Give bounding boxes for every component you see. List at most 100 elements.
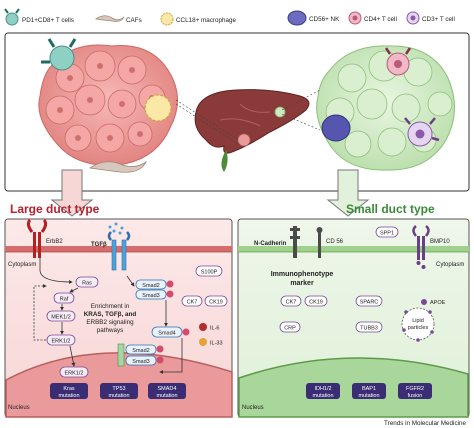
legend-label-macrophage: CCL18+ macrophage xyxy=(176,17,237,24)
mutation-bap1: BAP1 mutation xyxy=(352,383,386,399)
svg-text:CRP: CRP xyxy=(284,326,296,332)
svg-text:TP53: TP53 xyxy=(112,386,125,392)
marker-tubb3: TUBB3 xyxy=(355,321,383,333)
svg-text:fusion: fusion xyxy=(408,393,423,399)
journal-credit: Trends in Molecular Medicine xyxy=(384,420,467,427)
nucleus-label-right: Nucleus xyxy=(242,405,264,411)
erk-pathway-arrows xyxy=(33,258,79,367)
il6-marker: IL-6 xyxy=(199,323,219,332)
svg-text:CK7: CK7 xyxy=(187,300,198,306)
smad-complex: Smad2 Smad3 xyxy=(117,343,164,367)
smad2-node-b: Smad2 xyxy=(132,348,149,354)
svg-text:Lipid: Lipid xyxy=(412,318,424,324)
green-tumor-cluster xyxy=(316,45,456,171)
svg-text:Smad3: Smad3 xyxy=(142,293,159,299)
svg-text:CK7: CK7 xyxy=(286,300,297,306)
svg-text:mutation: mutation xyxy=(58,393,79,399)
raf-node: Raf xyxy=(53,292,75,304)
small-duct-panel: N-Cadherin CD 56 SPP1 BMP10 Cytoplasm Im… xyxy=(237,218,470,418)
smad3-node-a: Smad3 xyxy=(135,289,167,300)
pd1-cd8-t-cell-icon xyxy=(41,38,77,71)
legend-label-caf: CAFs xyxy=(126,17,142,24)
erbb2-label: ErbB2 xyxy=(46,239,63,245)
cd4-t-cell-icon xyxy=(348,11,362,25)
mek-node: MEK1/2 xyxy=(46,310,76,322)
cd4-t-cell-icon xyxy=(384,47,412,76)
cell-membrane xyxy=(238,246,469,252)
nucleus-label-left: Nucleus xyxy=(8,405,30,411)
svg-text:TUBB3: TUBB3 xyxy=(360,326,378,332)
macrophage-icon xyxy=(160,12,174,26)
small-duct-title: Small duct type xyxy=(346,202,435,216)
liver-illustration xyxy=(175,89,321,172)
cytoplasm-label-right: Cytoplasm xyxy=(436,262,464,268)
svg-text:mutation: mutation xyxy=(312,393,333,399)
svg-text:IL-33: IL-33 xyxy=(210,341,223,347)
down-arrow-large xyxy=(50,169,94,217)
svg-text:CK19: CK19 xyxy=(209,300,223,306)
cd3-t-cell-icon xyxy=(404,117,440,147)
svg-text:mutation: mutation xyxy=(358,393,379,399)
legend: PD1+CD8+ T cells CAFs CCL18+ macrophage … xyxy=(4,8,455,26)
svg-text:mutation: mutation xyxy=(156,393,177,399)
nk-cell-icon xyxy=(287,10,307,26)
marker-s100p: S100P xyxy=(195,265,223,277)
svg-text:KRAS, TGFβ, and: KRAS, TGFβ, and xyxy=(84,311,137,318)
smad3-node-b: Smad3 xyxy=(132,359,149,365)
svg-text:Enrichment in: Enrichment in xyxy=(91,303,130,310)
svg-text:MEK1/2: MEK1/2 xyxy=(51,315,71,321)
svg-text:Ras: Ras xyxy=(82,281,92,287)
marker-ck19-left: CK19 xyxy=(204,295,228,307)
large-duct-title: Large duct type xyxy=(10,202,100,216)
svg-text:SPARC: SPARC xyxy=(360,300,379,306)
bmp10-receptor-icon xyxy=(412,225,430,269)
spp1-marker: SPP1 xyxy=(375,226,399,238)
svg-text:pathways: pathways xyxy=(97,327,124,334)
il33-marker: IL-33 xyxy=(199,338,223,347)
macrophage-icon xyxy=(144,94,172,122)
svg-text:SPP1: SPP1 xyxy=(380,231,394,237)
svg-text:mutation: mutation xyxy=(108,393,129,399)
mutation-tp53: TP53 mutation xyxy=(100,383,138,399)
svg-text:IL-6: IL-6 xyxy=(210,326,219,332)
down-arrow-small xyxy=(326,169,370,217)
svg-text:Kras: Kras xyxy=(63,386,75,392)
phospho-icon xyxy=(166,280,174,298)
mutation-kras: Kras mutation xyxy=(50,383,88,399)
svg-text:Raf: Raf xyxy=(60,297,69,303)
svg-text:FGFR2: FGFR2 xyxy=(406,386,424,392)
svg-text:Smad2: Smad2 xyxy=(142,283,159,289)
marker-ck7-left: CK7 xyxy=(181,295,203,307)
smad4-node: Smad4 xyxy=(151,326,190,338)
cytoplasm-label-left: Cytoplasm xyxy=(8,262,36,268)
svg-text:ERK1/2: ERK1/2 xyxy=(52,339,71,345)
caf-icon xyxy=(94,15,125,22)
svg-text:ERK1/2: ERK1/2 xyxy=(65,371,84,377)
legend-label-nk: CD56+ NK xyxy=(309,16,340,23)
marker-sparc: SPARC xyxy=(355,295,383,307)
large-duct-panel: ErbB2 TGFβ Cytoplasm Ras Raf MEK1/2 xyxy=(4,218,233,418)
bmp10-label: BMP10 xyxy=(430,239,450,245)
tgfb-receptor-icon xyxy=(107,222,131,271)
n-cadherin-icon xyxy=(290,226,300,258)
marker-ck19-right: CK19 xyxy=(304,295,328,307)
immunophenotype-title: Immunophenotype xyxy=(271,271,334,278)
n-cadherin-label: N-Cadherin xyxy=(254,241,287,247)
apoe-marker: APOE xyxy=(421,299,446,306)
svg-text:SMAD4: SMAD4 xyxy=(158,386,177,392)
erbb2-receptor-icon xyxy=(26,218,48,258)
smad2-node-a: Smad2 xyxy=(135,279,167,290)
pd1-cd8-t-cell-icon xyxy=(4,8,20,26)
svg-text:particles: particles xyxy=(408,325,429,331)
cd56-receptor-icon xyxy=(316,227,323,258)
marker-crp: CRP xyxy=(279,321,301,333)
ras-node: Ras xyxy=(75,276,99,288)
cd3-t-cell-icon xyxy=(406,11,420,25)
lipid-particles: Lipid particles xyxy=(401,307,435,342)
enrichment-text: Enrichment in KRAS, TGFβ, and ERBB2 sign… xyxy=(84,303,137,334)
immunophenotype-subtitle: marker xyxy=(290,280,314,287)
tgfb-pathway-arrows xyxy=(126,275,183,374)
legend-label-cd4: CD4+ T cell xyxy=(364,16,397,23)
caf-icon xyxy=(88,160,148,173)
